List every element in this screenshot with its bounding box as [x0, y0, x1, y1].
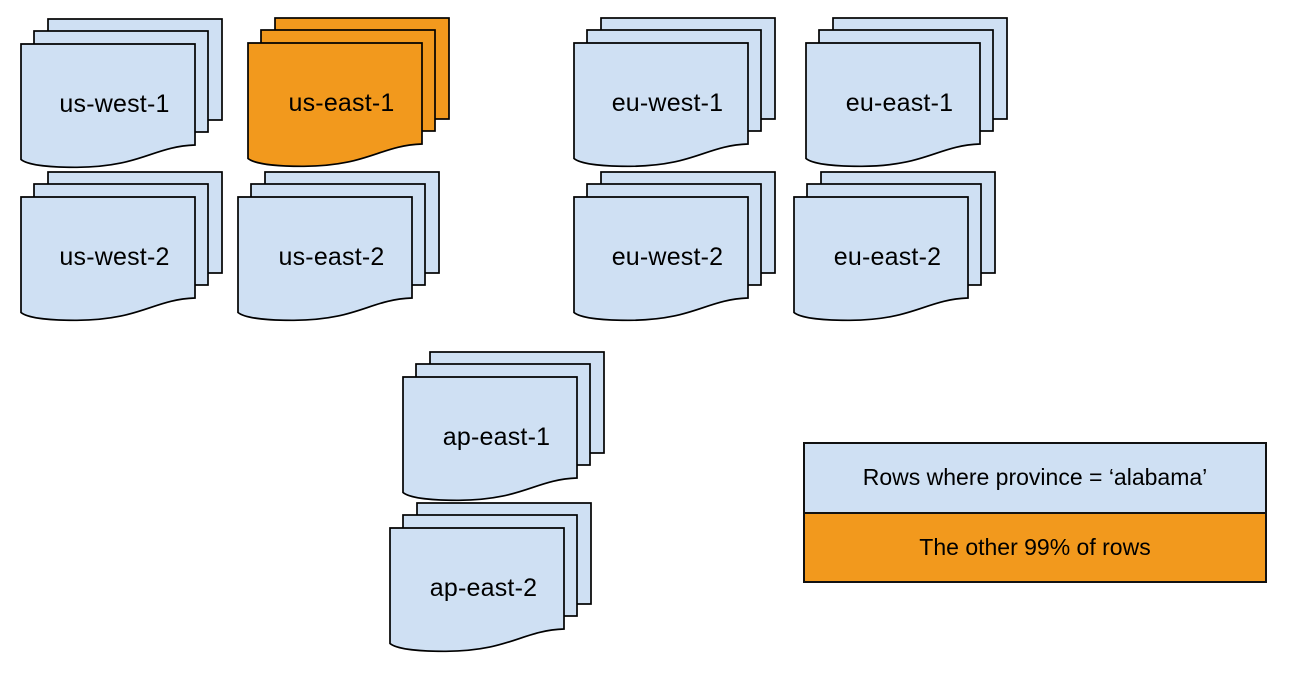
- doc-stack-eu-east-1: eu-east-1: [805, 17, 1008, 168]
- document-stack-icon: [402, 351, 605, 502]
- document-sheet-front: [793, 196, 969, 322]
- document-sheet-front: [805, 42, 981, 168]
- doc-stack-us-east-1: us-east-1: [247, 17, 450, 168]
- document-stack-icon: [389, 502, 592, 653]
- doc-stack-eu-east-2: eu-east-2: [793, 171, 996, 322]
- document-stack-icon: [20, 18, 223, 169]
- doc-stack-eu-west-2: eu-west-2: [573, 171, 776, 322]
- document-sheet-front: [389, 527, 565, 653]
- document-sheet-front: [20, 196, 196, 322]
- document-sheet-front: [20, 43, 196, 169]
- doc-stack-us-west-1: us-west-1: [20, 18, 223, 169]
- document-stack-icon: [20, 171, 223, 322]
- document-stack-icon: [247, 17, 450, 168]
- legend-label-other-rows: The other 99% of rows: [919, 533, 1151, 560]
- document-stack-icon: [573, 171, 776, 322]
- document-sheet-front: [573, 196, 749, 322]
- document-sheet-front: [237, 196, 413, 322]
- doc-stack-eu-west-1: eu-west-1: [573, 17, 776, 168]
- legend: Rows where province = ‘alabama’ The othe…: [803, 442, 1267, 583]
- document-sheet-front: [402, 376, 578, 502]
- doc-stack-us-east-2: us-east-2: [237, 171, 440, 322]
- legend-item-alabama-rows: Rows where province = ‘alabama’: [805, 444, 1265, 512]
- document-stack-icon: [237, 171, 440, 322]
- doc-stack-us-west-2: us-west-2: [20, 171, 223, 322]
- document-stack-icon: [573, 17, 776, 168]
- doc-stack-ap-east-2: ap-east-2: [389, 502, 592, 653]
- legend-label-alabama-rows: Rows where province = ‘alabama’: [862, 464, 1208, 491]
- document-stack-icon: [805, 17, 1008, 168]
- document-sheet-front: [573, 42, 749, 168]
- doc-stack-ap-east-1: ap-east-1: [402, 351, 605, 502]
- document-sheet-front: [247, 42, 423, 168]
- document-stack-icon: [793, 171, 996, 322]
- legend-item-other-rows: The other 99% of rows: [805, 511, 1265, 581]
